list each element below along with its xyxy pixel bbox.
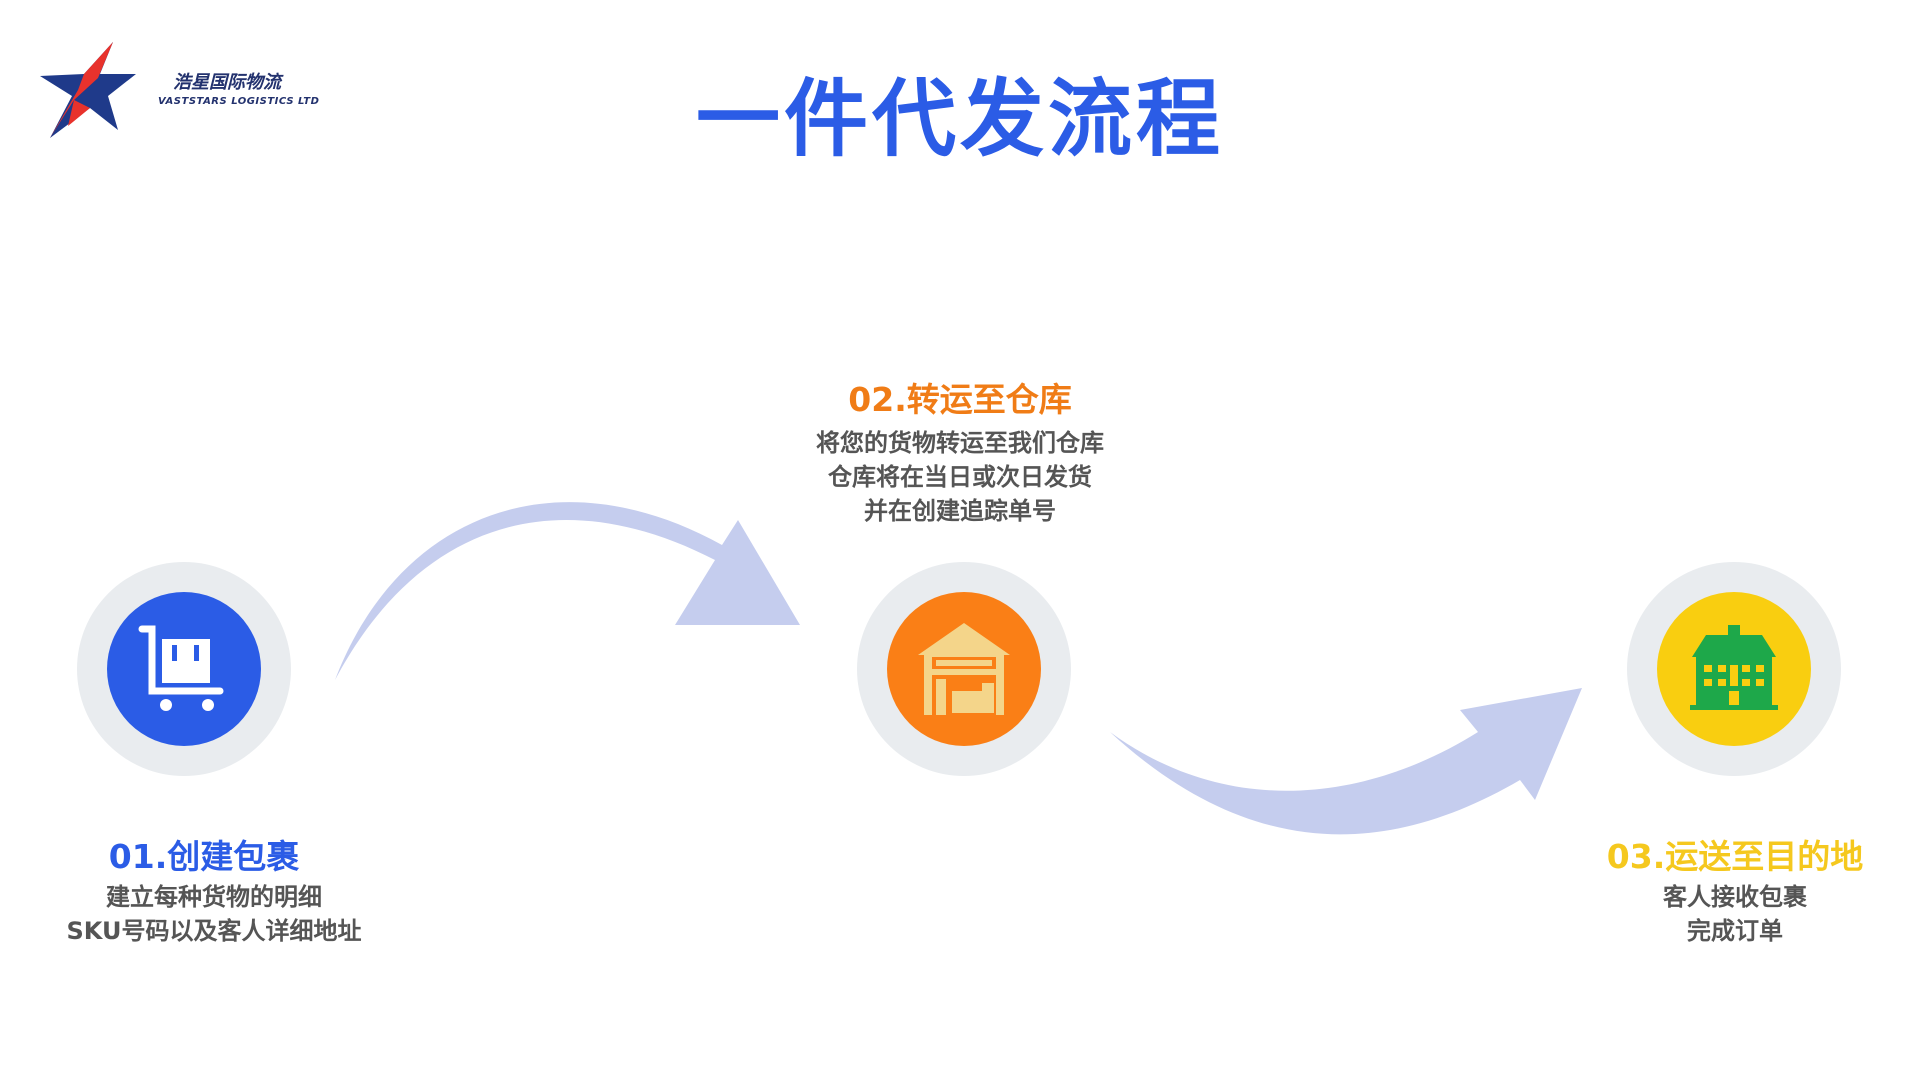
step-2-node [857, 562, 1071, 776]
step-1-line-1: 建立每种货物的明细 [106, 883, 322, 911]
logo-name-cn: 浩星国际物流 [173, 72, 281, 93]
step-1-title: 01.创建包裹 [108, 837, 300, 876]
logo-name-en: VASTSTARS LOGISTICS LTD [158, 96, 320, 107]
step-2-disc [887, 592, 1041, 746]
arrow-2-to-3 [1110, 688, 1582, 835]
step-2-line-2: 仓库将在当日或次日发货 [828, 463, 1092, 491]
company-logo: 浩星国际物流 VASTSTARS LOGISTICS LTD [38, 38, 319, 142]
step-1-description: 建立每种货物的明细 SKU号码以及客人详细地址 [14, 880, 414, 948]
step-1-disc [107, 592, 261, 746]
warehouse-icon [918, 623, 1010, 715]
step-2-description: 将您的货物转运至我们仓库 仓库将在当日或次日发货 并在创建追踪单号 [760, 426, 1160, 528]
luggage-cart-icon [138, 625, 224, 711]
step-3-title: 03.运送至目的地 [1606, 837, 1864, 876]
step-3-line-1: 客人接收包裹 [1663, 883, 1807, 911]
arrow-1-to-2 [335, 502, 800, 680]
step-2-title: 02.转运至仓库 [848, 380, 1072, 419]
step-3-disc [1657, 592, 1811, 746]
building-icon [1690, 625, 1778, 710]
step-3-description: 客人接收包裹 完成订单 [1560, 880, 1910, 948]
step-1-line-2: SKU号码以及客人详细地址 [66, 917, 362, 945]
step-3-line-2: 完成订单 [1687, 917, 1783, 945]
step-2-line-3: 并在创建追踪单号 [864, 497, 1056, 525]
step-3-node [1627, 562, 1841, 776]
step-2-line-1: 将您的货物转运至我们仓库 [816, 429, 1104, 457]
page-title: 一件代发流程 [695, 70, 1224, 168]
step-1-node [77, 562, 291, 776]
star-logo-icon [40, 42, 136, 138]
